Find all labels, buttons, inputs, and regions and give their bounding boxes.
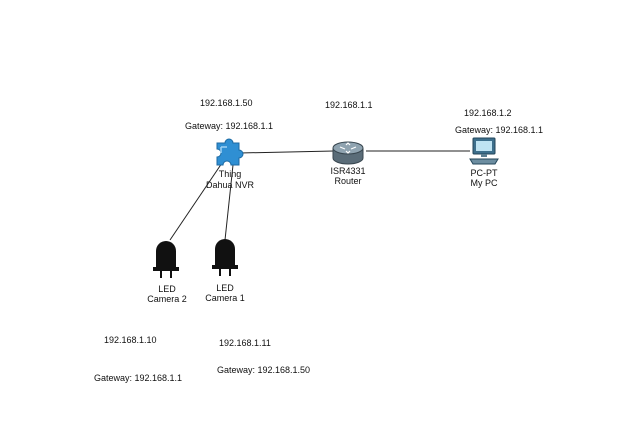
router-name-label: Router (334, 176, 362, 186)
camera1-device[interactable] (211, 237, 239, 282)
camera2-name-label: Camera 2 (147, 294, 187, 304)
camera1-ip-label: 192.168.1.11 (219, 338, 271, 349)
camera2-device[interactable] (152, 239, 180, 284)
camera2-gateway-label: Gateway: 192.168.1.1 (94, 373, 183, 384)
link-nvr-camera2[interactable] (169, 162, 223, 241)
nvr-gateway-label: Gateway: 192.168.1.1 (185, 121, 274, 132)
link-nvr-router[interactable] (239, 150, 335, 154)
pc-type-label: PC-PT (470, 168, 498, 178)
nvr-name-label: Dahua NVR (205, 180, 255, 190)
camera2-ip-label: 192.168.1.10 (104, 335, 157, 346)
camera1-type-label: LED (216, 283, 234, 293)
pc-ip-label: 192.168.1.2 (464, 108, 512, 119)
led-icon (212, 239, 238, 276)
router-device[interactable] (331, 140, 365, 171)
nvr-device[interactable] (213, 137, 245, 172)
pc-name-label: My PC (470, 178, 498, 188)
pc-device[interactable] (469, 137, 499, 170)
led-icon (153, 241, 179, 278)
camera1-name-label: Camera 1 (205, 293, 245, 303)
puzzle-thing-icon (216, 138, 244, 166)
camera2-type-label: LED (158, 284, 176, 294)
camera1-gateway-label: Gateway: 192.168.1.50 (217, 365, 311, 376)
nvr-type-label: Thing (218, 169, 242, 179)
link-nvr-camera1[interactable] (224, 164, 234, 241)
router-icon (332, 141, 364, 165)
router-ip-label: 192.168.1.1 (325, 100, 373, 111)
pc-gateway-label: Gateway: 192.168.1.1 (455, 125, 544, 136)
nvr-ip-label: 192.168.1.50 (200, 98, 253, 109)
router-type-label: ISR4331 (330, 166, 366, 176)
desktop-pc-icon (469, 137, 499, 165)
